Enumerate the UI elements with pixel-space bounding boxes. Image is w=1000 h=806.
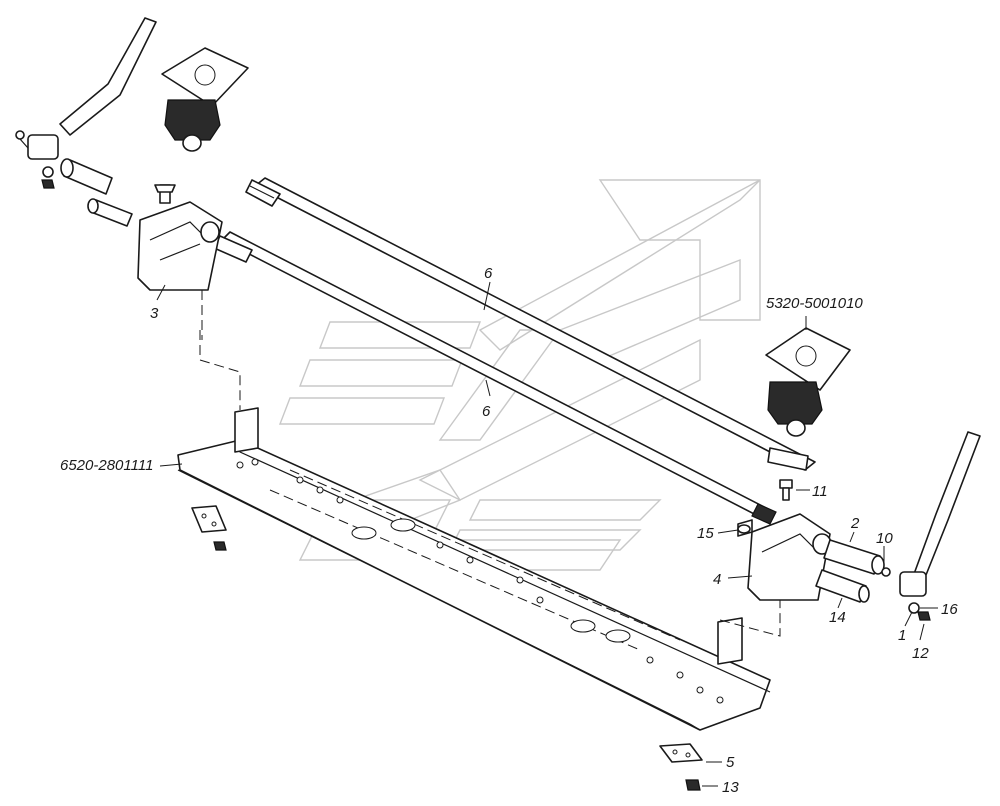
frame-crossmember [177, 407, 771, 731]
callout-frame-code: 6520-2801111 [60, 457, 153, 474]
callout-2: 2 [850, 515, 860, 532]
plate-5 [659, 743, 703, 763]
callout-12: 12 [912, 645, 929, 662]
lever-left [15, 17, 157, 189]
assembly-lines [199, 290, 781, 637]
washer-15 [737, 524, 751, 534]
callout-15: 15 [697, 525, 714, 542]
torsion-bar-upper [245, 177, 816, 471]
callout-10: 10 [876, 530, 893, 547]
callout-labels: 6 6 3 6520-2801111 5320-5001010 4 11 15 … [60, 265, 958, 796]
bushing-left [60, 158, 133, 227]
callout-3: 3 [150, 305, 159, 322]
callout-4: 4 [713, 571, 721, 588]
callout-13: 13 [722, 779, 739, 796]
callout-1: 1 [898, 627, 906, 644]
bracket-left [137, 184, 223, 291]
callout-6-upper: 6 [484, 265, 493, 282]
callout-14: 14 [829, 609, 846, 626]
torsion-bar-lower [213, 231, 777, 525]
callout-16: 16 [941, 601, 958, 618]
callout-6-lower: 6 [482, 403, 491, 420]
cab-support-right [765, 327, 851, 437]
leader-lines [156, 281, 938, 787]
cab-support-left [161, 47, 249, 152]
plate-left [191, 505, 227, 551]
callout-11: 11 [812, 483, 828, 500]
nut-13 [685, 779, 701, 791]
lever-right [881, 431, 981, 621]
bolt-11 [779, 479, 793, 501]
callout-5: 5 [726, 754, 735, 771]
callout-cab-support-code: 5320-5001010 [766, 295, 863, 312]
bracket-right [737, 513, 832, 601]
bushing-right [815, 539, 885, 603]
